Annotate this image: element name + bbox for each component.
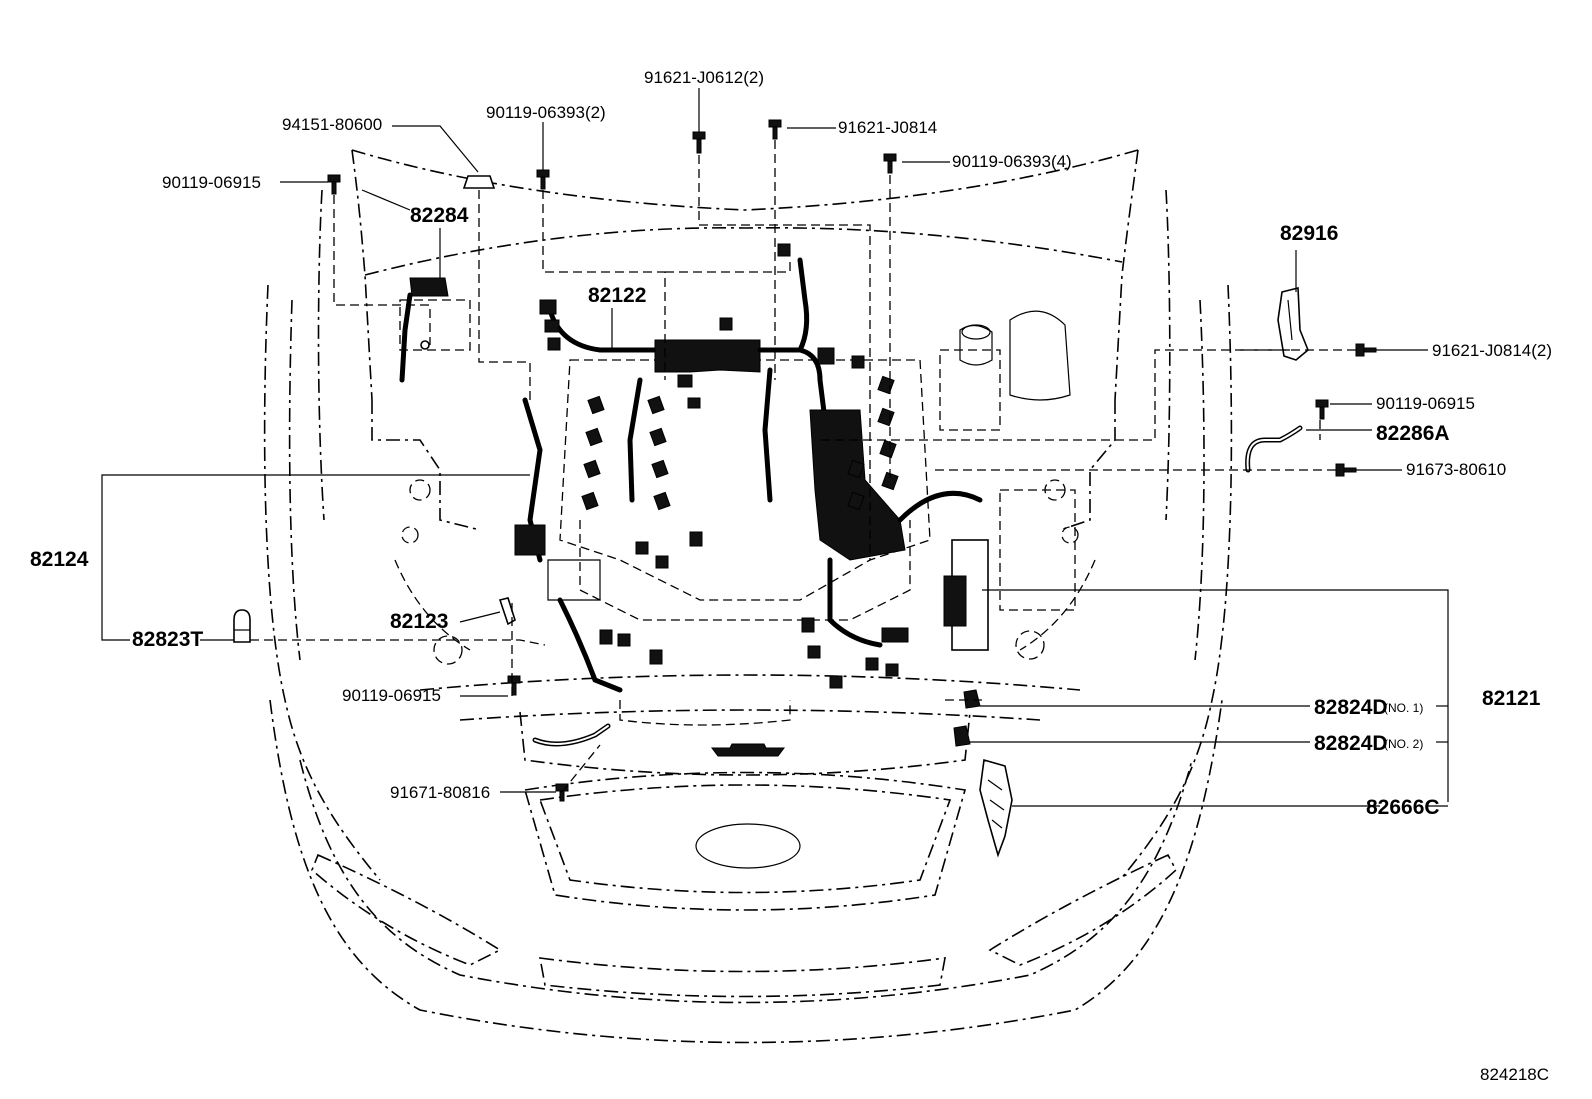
label-90119-06915-bl: 90119-06915 xyxy=(342,686,441,705)
harness-82124 xyxy=(514,397,703,693)
label-90119-06915-tl: 90119-06915 xyxy=(162,173,261,192)
label-82824D-no1-note: (NO. 1) xyxy=(1384,701,1423,715)
label-82824D-no2: 82824D xyxy=(1314,732,1388,755)
label-82286A: 82286A xyxy=(1376,422,1450,445)
drawing-code: 824218C xyxy=(1480,1065,1549,1084)
part-82666C xyxy=(979,758,1013,858)
part-82824D-no2 xyxy=(953,725,971,747)
connector-group-right xyxy=(847,375,899,511)
label-82916: 82916 xyxy=(1280,222,1338,245)
bolt-icon xyxy=(883,153,897,174)
bolt-icon xyxy=(768,119,782,140)
harness-82122 xyxy=(539,243,828,503)
label-90119-06393-2: 90119-06393(2) xyxy=(486,103,606,122)
label-94151-80600: 94151-80600 xyxy=(282,115,382,134)
label-82666C: 82666C xyxy=(1366,796,1440,819)
bolt-icon xyxy=(1355,343,1377,357)
connector-group-left xyxy=(581,395,671,511)
label-91621-J0814-2: 91621-J0814(2) xyxy=(1432,341,1552,360)
part-82823T xyxy=(233,609,251,643)
bolt-icon xyxy=(1335,463,1357,477)
label-90119-06393-4: 90119-06393(4) xyxy=(952,152,1072,171)
label-82123: 82123 xyxy=(390,610,448,633)
bolt-icon xyxy=(692,131,706,154)
harness-82121 xyxy=(801,347,989,689)
label-91621-J0814-top: 91621-J0814 xyxy=(838,118,937,137)
installation-lines xyxy=(250,140,1356,793)
bolt-icon xyxy=(507,675,521,696)
part-labels: 91621-J0612(2) 90119-06393(2) 94151-8060… xyxy=(30,68,1552,1084)
label-82122: 82122 xyxy=(588,284,646,307)
label-91673-80610: 91673-80610 xyxy=(1406,460,1506,479)
bolt-icon xyxy=(536,169,550,190)
label-82823T: 82823T xyxy=(132,628,203,651)
part-82284 xyxy=(399,277,449,383)
label-90119-06915-r: 90119-06915 xyxy=(1376,394,1475,413)
label-82824D-no1: 82824D xyxy=(1314,696,1388,719)
nut-icon xyxy=(462,175,496,189)
part-82123 xyxy=(498,597,611,747)
leader-lines xyxy=(101,88,1449,807)
label-82824D-no2-note: (NO. 2) xyxy=(1384,737,1423,751)
part-82824D-no1 xyxy=(963,689,981,709)
label-82124: 82124 xyxy=(30,548,89,571)
bolt-icon xyxy=(1315,399,1329,420)
label-91621-J0612: 91621-J0612(2) xyxy=(644,68,764,87)
part-82916 xyxy=(1277,286,1309,361)
label-91671-80816: 91671-80816 xyxy=(390,783,490,802)
vehicle-outline xyxy=(263,149,1233,1044)
part-82286A xyxy=(1245,425,1303,473)
label-82284: 82284 xyxy=(410,204,469,227)
label-82121: 82121 xyxy=(1482,687,1541,710)
bolt-icon xyxy=(327,174,341,195)
